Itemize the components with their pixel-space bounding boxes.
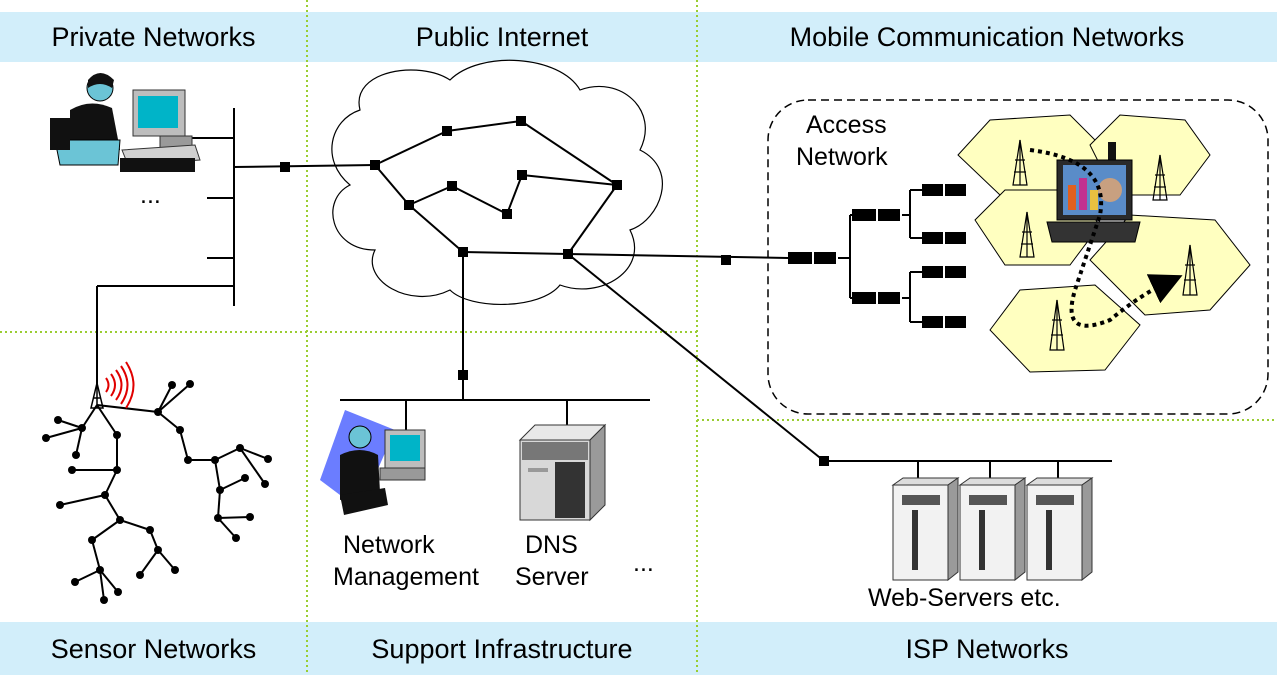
- sensor-tree-lines: [45, 383, 269, 601]
- laptop-icon: [1046, 142, 1141, 243]
- person-at-computer-icon: [50, 73, 201, 172]
- mobile-cells: [957, 114, 1251, 373]
- support-ellipsis: ...: [633, 549, 654, 577]
- support-gateway-node: [458, 370, 468, 380]
- section-header-isp-networks: ISP Networks: [905, 634, 1069, 664]
- access-network-label-line1: Access: [806, 111, 887, 139]
- radio-tower-icon: [1182, 244, 1198, 296]
- section-header-public-internet: Public Internet: [415, 22, 589, 52]
- dns-server-label-line1: DNS: [525, 531, 578, 559]
- section-header-sensor-networks: Sensor Networks: [50, 634, 257, 664]
- server-icon: [891, 477, 960, 582]
- server-icon: [1025, 477, 1094, 582]
- section-header-support-infrastructure: Support Infrastructure: [371, 634, 633, 664]
- network-management-icon: [320, 410, 426, 515]
- cloud-icon: [331, 59, 663, 305]
- mobile-link-lines: [567, 189, 922, 323]
- internet-graph: [374, 120, 618, 255]
- private-network-ellipsis: ...: [140, 181, 161, 209]
- radio-tower-icon: [1019, 211, 1035, 258]
- section-header-mobile-networks: Mobile Communication Networks: [789, 22, 1185, 52]
- bottom-band: [0, 622, 1277, 675]
- section-header-private-networks: Private Networks: [51, 22, 256, 52]
- network-management-label-line2: Management: [333, 563, 479, 591]
- dns-server-label-line2: Server: [515, 563, 589, 591]
- radio-tower-icon: [1152, 154, 1168, 201]
- mobile-gateway-node: [721, 255, 731, 265]
- mobility-path-arrow: [1029, 148, 1183, 328]
- sensor-nodes: [42, 380, 272, 604]
- web-servers-label: Web-Servers etc.: [868, 584, 1061, 612]
- radio-tower-icon: [1012, 139, 1028, 186]
- private-gateway-node: [280, 162, 290, 172]
- cell: [989, 284, 1141, 373]
- web-server-icons: [891, 477, 1094, 582]
- radio-waves: [105, 361, 135, 409]
- private-network-lines: [96, 108, 376, 385]
- isp-lines: [567, 253, 1112, 478]
- radio-tower-icon: [90, 382, 104, 409]
- radio-tower-icon: [1049, 299, 1065, 351]
- access-routers: [788, 184, 966, 328]
- network-management-label-line1: Network: [343, 531, 435, 559]
- isp-gateway-node: [819, 456, 829, 466]
- top-band: [0, 12, 1277, 62]
- cell-towers: [1012, 139, 1198, 351]
- access-network-label-line2: Network: [796, 143, 888, 171]
- server-icon: [958, 477, 1027, 582]
- server-icon: [518, 423, 607, 522]
